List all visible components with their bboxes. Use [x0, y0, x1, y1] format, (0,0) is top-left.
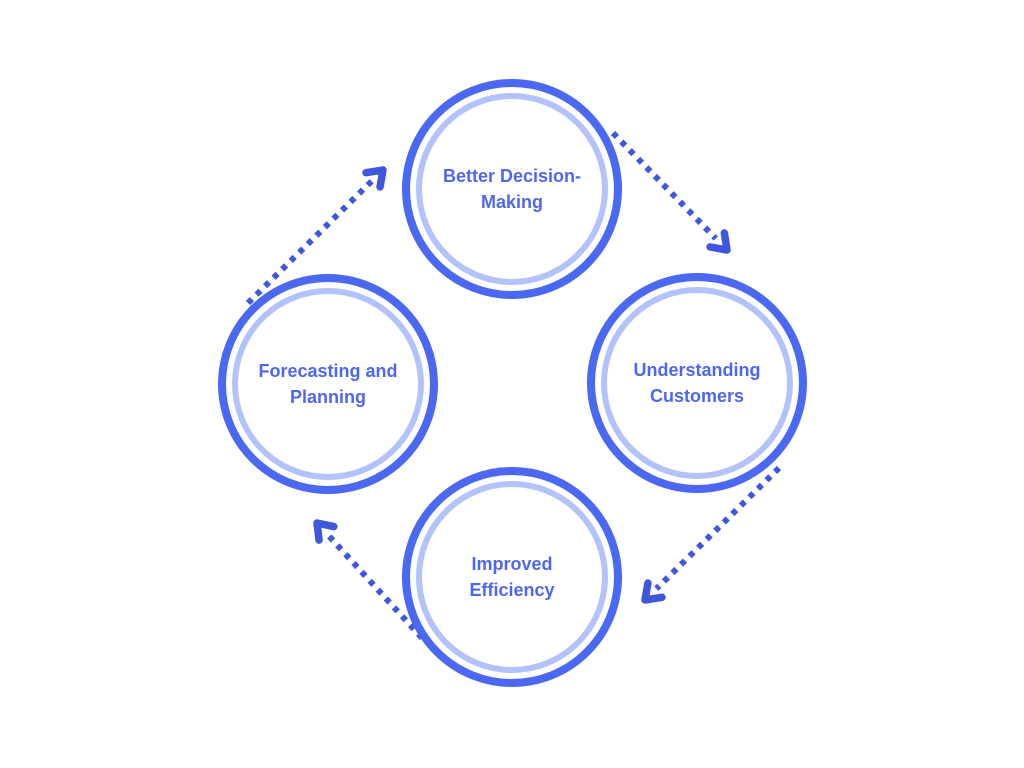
arrow-bottom-to-left: [313, 519, 425, 641]
node-improved-efficiency: Improved Efficiency: [402, 467, 622, 687]
node-forecasting-and-planning: Forecasting and Planning: [218, 274, 438, 494]
node-label: Better Decision-Making: [442, 166, 582, 212]
node-label: Improved Efficiency: [469, 554, 555, 600]
node-better-decision-making: Better Decision-Making: [402, 79, 622, 299]
arrow-top-to-right: [610, 130, 731, 254]
node-label: Forecasting and Planning: [258, 361, 398, 407]
arrow-right-to-bottom: [641, 465, 782, 604]
node-label: Understanding Customers: [633, 360, 761, 406]
node-understanding-customers: Understanding Customers: [587, 273, 807, 493]
arrow-left-to-top: [245, 166, 387, 306]
